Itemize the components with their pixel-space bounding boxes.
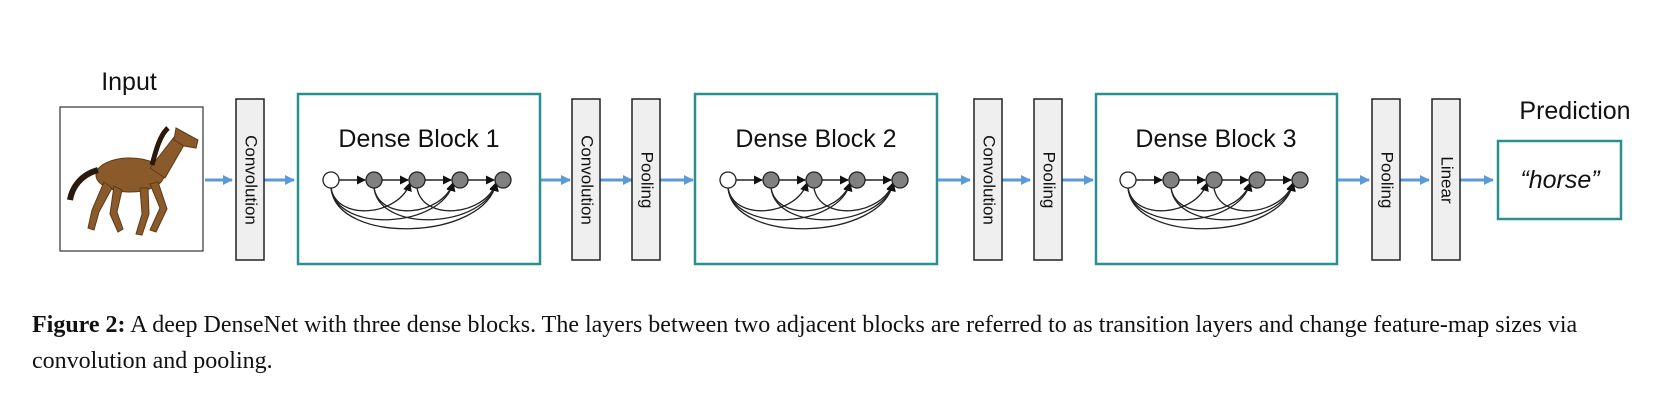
dense-input-node — [719, 171, 737, 189]
dense-layer-node — [451, 171, 469, 189]
layer-pool2-label: Pooling — [638, 152, 657, 209]
dense-layer-node — [805, 171, 823, 189]
dense-layer-node — [408, 171, 426, 189]
dense-skip-connection — [727, 182, 809, 212]
layer-conv2-label: Convolution — [578, 135, 597, 225]
dense-layer-node — [762, 171, 780, 189]
dense-layer-node — [494, 171, 512, 189]
dense-skip-connection — [1127, 182, 1296, 230]
dense-skip-connection — [813, 182, 895, 212]
layer-linear: Linear — [1431, 98, 1461, 261]
caption-label: Figure 2: — [32, 312, 126, 338]
dense-block-3-graph — [1119, 171, 1309, 230]
layer-pool4: Pooling — [1371, 98, 1401, 261]
dense-layer-node — [365, 171, 383, 189]
dense-skip-connection — [416, 182, 498, 212]
dense-layer-node — [891, 171, 909, 189]
prediction-value: “horse” — [1520, 166, 1601, 194]
layer-pool3-label: Pooling — [1040, 152, 1059, 209]
dense-layer-node — [1291, 171, 1309, 189]
dense-block-1-title: Dense Block 1 — [338, 125, 499, 153]
dense-block-2-graph — [719, 171, 909, 230]
dense-layer-node — [1162, 171, 1180, 189]
layer-conv1: Convolution — [235, 98, 265, 261]
dense-skip-connection — [770, 182, 896, 221]
dense-skip-connection — [727, 182, 896, 230]
densenet-diagram: Input — [59, 68, 1631, 266]
dense-block-3-title: Dense Block 3 — [1135, 125, 1296, 153]
dense-skip-connection — [1127, 182, 1253, 221]
prediction-box: “horse” — [1496, 139, 1623, 221]
layer-linear-label: Linear — [1438, 156, 1457, 204]
dense-skip-connection — [373, 182, 499, 221]
caption-text: A deep DenseNet with three dense blocks.… — [32, 312, 1578, 374]
layer-pool2: Pooling — [631, 98, 661, 261]
horse-image — [59, 106, 204, 252]
layer-conv1-label: Convolution — [242, 135, 261, 225]
dense-skip-connection — [1170, 182, 1252, 212]
prediction-label: Prediction — [1519, 97, 1630, 125]
dense-skip-connection — [330, 182, 456, 221]
dense-layer-node — [1248, 171, 1266, 189]
layer-pool3: Pooling — [1033, 98, 1063, 261]
dense-skip-connection — [330, 182, 412, 212]
dense-block-1-graph — [322, 171, 512, 230]
dense-block-2: Dense Block 2 — [693, 92, 939, 266]
dense-skip-connection — [1170, 182, 1296, 221]
dense-layer-node — [1205, 171, 1223, 189]
dense-input-node — [322, 171, 340, 189]
layer-pool4-label: Pooling — [1378, 152, 1397, 209]
figure-caption: Figure 2: A deep DenseNet with three den… — [32, 307, 1652, 379]
dense-input-node — [1119, 171, 1137, 189]
dense-layer-node — [848, 171, 866, 189]
layer-conv3-label: Convolution — [980, 135, 999, 225]
dense-skip-connection — [727, 182, 853, 221]
dense-skip-connection — [373, 182, 455, 212]
dense-skip-connection — [770, 182, 852, 212]
layer-conv2: Convolution — [571, 98, 601, 261]
dense-block-3: Dense Block 3 — [1094, 92, 1339, 266]
layer-conv3: Convolution — [973, 98, 1003, 261]
dense-skip-connection — [1127, 182, 1209, 212]
input-label: Input — [101, 68, 157, 96]
dense-skip-connection — [1213, 182, 1295, 212]
dense-block-1: Dense Block 1 — [296, 92, 542, 266]
dense-block-2-title: Dense Block 2 — [735, 125, 896, 153]
dense-skip-connection — [330, 182, 499, 230]
